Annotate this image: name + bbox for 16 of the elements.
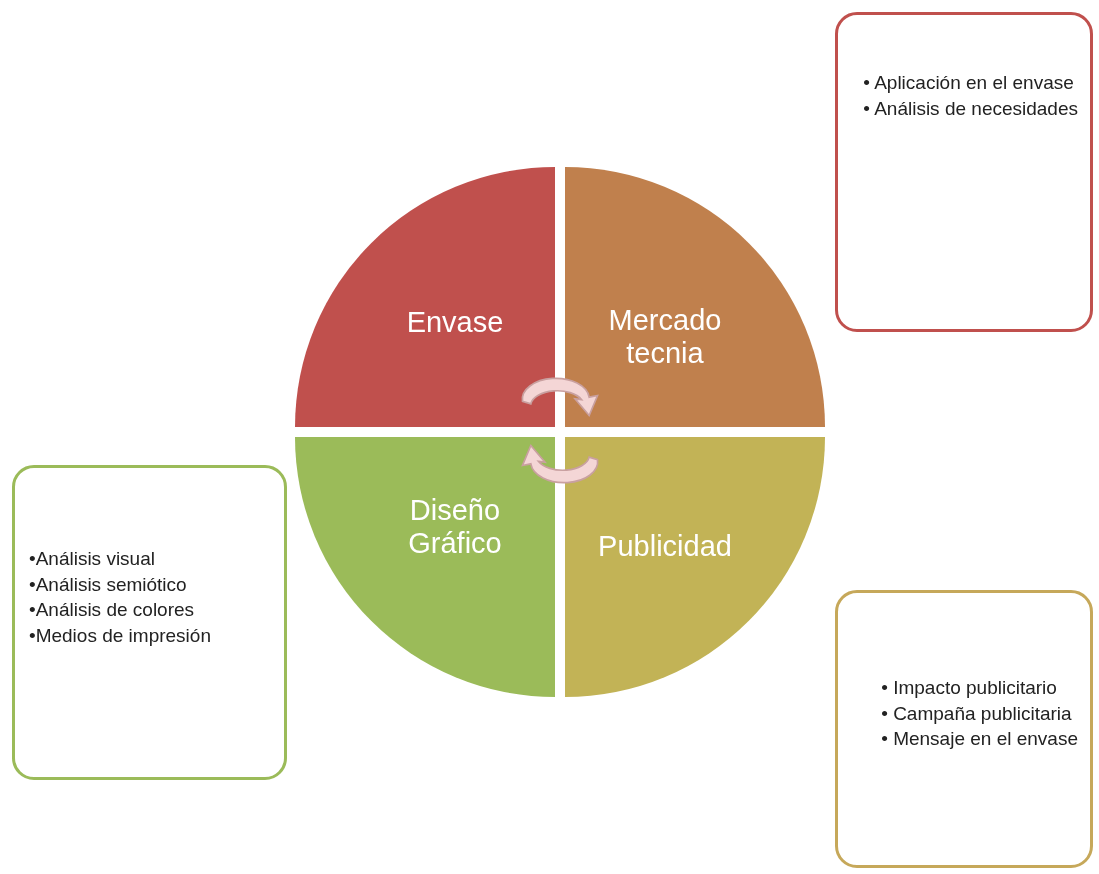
segment-title: Diseño Gráfico (407, 493, 503, 561)
bullet-item: • Campaña publicitaria (881, 701, 1073, 726)
bullet-item: • Mensaje en el envase (881, 727, 1078, 752)
segment-title: Mercado tecnia (607, 303, 723, 371)
bullet-item: •Análisis visual (29, 547, 156, 571)
bullet-item: •Medios de impresión (29, 623, 211, 648)
text-panel (12, 465, 287, 780)
bullet-item: • Aplicación en el envase (863, 71, 1075, 95)
segment-title: Envase (406, 306, 504, 340)
segment-title: Publicidad (598, 530, 732, 564)
bullet-item: • Análisis de necesidades (863, 96, 1078, 121)
text-panel (835, 12, 1093, 332)
bullet-item: • Impacto publicitario (881, 676, 1058, 700)
bullet-item: •Análisis de colores (29, 598, 196, 623)
text-panel (835, 590, 1093, 868)
bullet-item: •Análisis semiótico (29, 572, 188, 597)
